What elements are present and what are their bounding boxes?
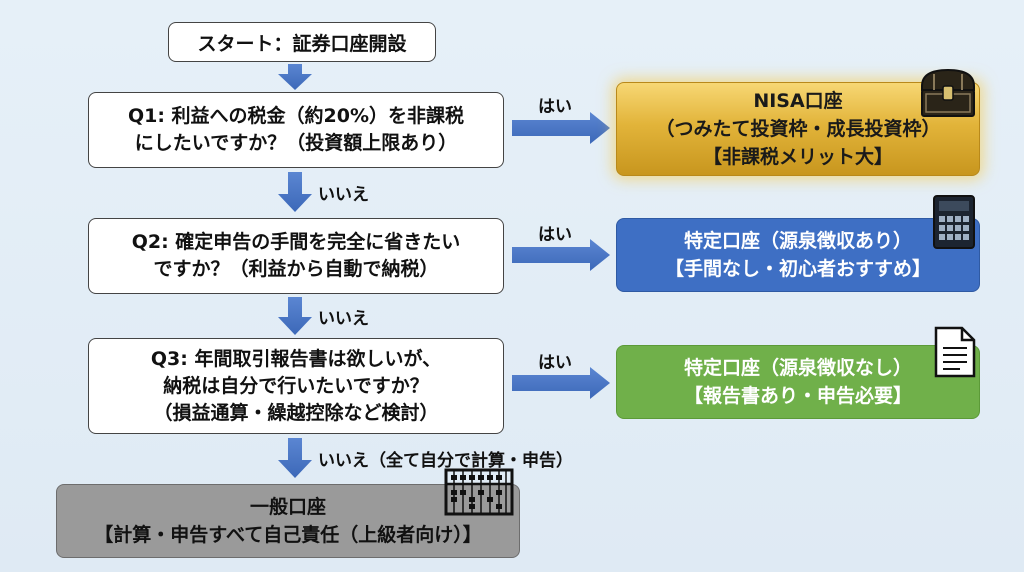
result-general: 一般口座 【計算・申告すべて自己責任（上級者向け）】	[56, 484, 520, 558]
result-tokutei-withholding: 特定口座（源泉徴収あり） 【手間なし・初心者おすすめ】	[616, 218, 980, 292]
question-q1: Q1: 利益への税金（約20%）を非課税 にしたいですか？（投資額上限あり）	[88, 92, 504, 168]
tokutei-no-withholding-line-2: 【報告書あり・申告必要】	[683, 385, 912, 407]
q2-line-1: Q2: 確定申告の手間を完全に省きたい	[131, 231, 461, 253]
q3-line-2: 納税は自分で行いたいですか？	[163, 374, 429, 397]
q1-no-label: いいえ	[318, 185, 369, 205]
result-tokutei-no-withholding: 特定口座（源泉徴収なし） 【報告書あり・申告必要】	[616, 345, 980, 419]
arrow-q2-to-q3	[278, 297, 312, 335]
question-q3: Q3: 年間取引報告書は欲しいが、 納税は自分で行いたいですか？ （損益通算・繰…	[88, 338, 504, 434]
general-line-2: 【計算・申告すべて自己責任（上級者向け）】	[94, 524, 482, 546]
result-nisa: NISA口座 （つみたて投資枠・成長投資枠） 【非課税メリット大】	[616, 82, 980, 176]
arrow-q1-to-q2	[278, 172, 312, 212]
nisa-line-1: NISA口座	[753, 90, 843, 112]
arrow-q2-yes	[512, 239, 610, 271]
nisa-line-2: （つみたて投資枠・成長投資枠）	[655, 118, 941, 140]
arrow-q3-yes	[512, 367, 610, 399]
tokutei-no-withholding-line-1: 特定口座（源泉徴収なし）	[683, 357, 912, 379]
general-line-1: 一般口座	[249, 496, 326, 518]
arrow-q3-to-general	[278, 438, 312, 478]
q3-line-3: （損益通算・繰越控除など検討）	[153, 401, 439, 424]
q1-line-1: Q1: 利益への税金（約20%）を非課税	[127, 105, 465, 127]
arrow-start-to-q1	[278, 64, 312, 90]
q2-yes-label: はい	[538, 225, 572, 245]
q2-no-label: いいえ	[318, 309, 369, 329]
nisa-line-3: 【非課税メリット大】	[702, 146, 893, 168]
q2-line-2: ですか？（利益から自動で納税）	[153, 258, 439, 280]
q3-line-1: Q3: 年間取引報告書は欲しいが、	[150, 347, 442, 370]
arrow-q1-yes	[512, 112, 610, 144]
q1-line-2: にしたいですか？（投資額上限あり）	[134, 132, 458, 154]
q1-yes-label: はい	[538, 97, 572, 117]
q3-no-label: いいえ（全て自分で計算・申告）	[318, 451, 573, 471]
start-label: スタート：証券口座開設	[197, 32, 407, 55]
tokutei-withholding-line-1: 特定口座（源泉徴収あり）	[683, 230, 912, 252]
start-node: スタート：証券口座開設	[168, 22, 436, 62]
tokutei-withholding-line-2: 【手間なし・初心者おすすめ】	[664, 258, 931, 280]
question-q2: Q2: 確定申告の手間を完全に省きたい ですか？（利益から自動で納税）	[88, 218, 504, 294]
q3-yes-label: はい	[538, 353, 572, 373]
